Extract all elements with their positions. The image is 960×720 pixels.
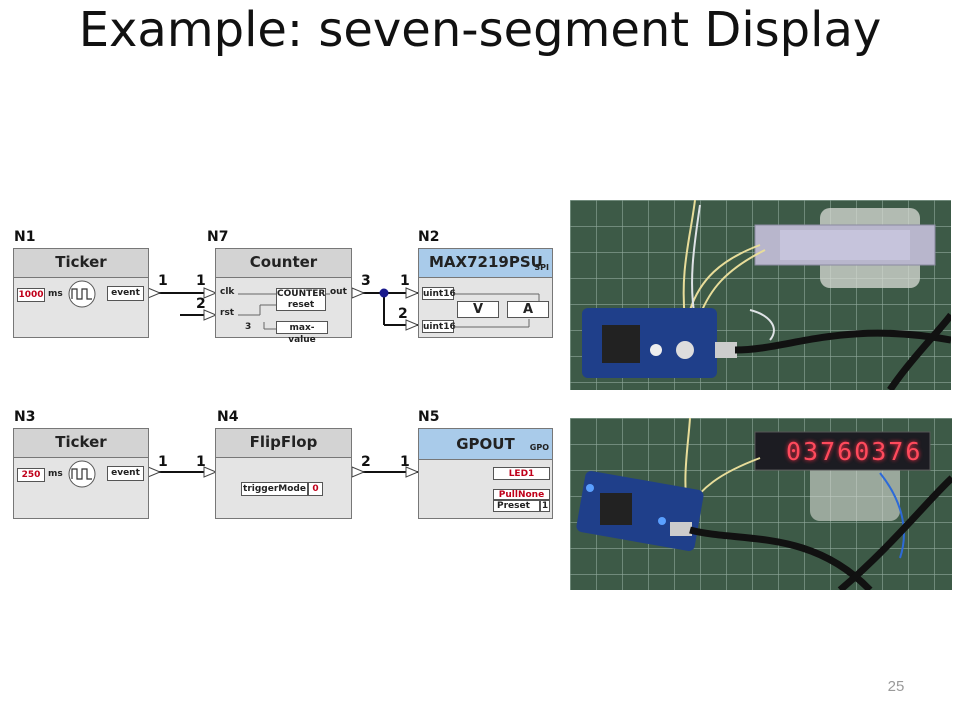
out-label: out [330,287,347,297]
wire-label: 3 [361,273,371,289]
clk-label: clk [220,287,235,297]
pull-mode[interactable]: PullNone [493,489,550,500]
hardware-illustration [570,418,952,590]
hardware-illustration [570,200,951,390]
seven-segment-display: 03760376 [786,437,923,466]
wire-label: 2 [361,454,371,470]
node-title: MAX7219PSU [419,249,552,278]
wire-label: 1 [400,454,410,470]
current-display: A [507,301,549,318]
rst-value: 3 [245,322,252,332]
hardware-photo-2: 03760376 [570,418,952,590]
counter-label: COUNTER [277,289,326,299]
trigger-mode-port[interactable]: triggerMode [241,482,308,496]
node-id-n2: N2 [418,229,440,245]
node-title: FlipFlop [216,429,351,458]
reset-label: reset [287,300,315,310]
node-id-n7: N7 [207,229,229,245]
hardware-photo-1 [570,200,951,390]
node-gpout-n5[interactable]: GPOUT GPO LED1 PullNone Preset 1 [418,428,553,519]
max7219-connectors [454,293,540,328]
node-max7219-n2[interactable]: MAX7219PSU SPI uint16 uint16 V A [418,248,553,338]
wire-label: 1 [196,273,206,289]
wire-label: 1 [400,273,410,289]
led-pin[interactable]: LED1 [493,467,550,480]
slide-number: 25 [887,678,905,695]
node-id-n3: N3 [14,409,36,425]
event-port[interactable]: event [107,286,144,301]
slide-title: Example: seven-segment Display [78,2,882,58]
uint16-port-1[interactable]: uint16 [422,287,456,300]
event-port[interactable]: event [107,466,144,481]
voltage-display: V [457,301,499,318]
counter-block[interactable]: COUNTER reset [276,288,326,311]
node-id-n4: N4 [217,409,239,425]
node-title: Ticker [14,249,148,278]
node-title: Counter [216,249,351,278]
pulse-icon [68,460,96,488]
unit-label: ms [48,289,63,299]
pulse-icon [68,280,96,308]
interval-value[interactable]: 1000 [17,288,45,302]
node-id-n1: N1 [14,229,36,245]
node-counter-n7[interactable]: Counter clk rst out COUNTER reset 3 max-… [215,248,352,345]
node-id-n5: N5 [418,409,440,425]
node-title: GPOUT [419,429,552,460]
trigger-mode-value[interactable]: 0 [308,482,323,496]
rst-label: rst [220,308,235,318]
counter-connectors [238,293,330,330]
max-value-port[interactable]: max-value [276,321,328,345]
unit-label: ms [48,469,63,479]
interval-value[interactable]: 250 [17,468,45,482]
node-ticker-n3[interactable]: Ticker 250 ms event [13,428,149,519]
uint16-port-2[interactable]: uint16 [422,320,456,333]
node-flipflop-n4[interactable]: FlipFlop triggerMode 0 [215,428,352,519]
node-title: Ticker [14,429,148,458]
node-subtype: SPI [534,263,549,272]
wire-label: 1 [158,454,168,470]
preset-value[interactable]: 1 [540,500,550,512]
wire-label: 2 [398,306,408,322]
wire-label: 2 [196,296,206,312]
node-subtype: GPO [529,443,549,452]
preset-label: Preset [493,500,540,512]
node-ticker-n1[interactable]: Ticker 1000 ms event [13,248,149,338]
wire-label: 1 [196,454,206,470]
wire-label: 1 [158,273,168,289]
